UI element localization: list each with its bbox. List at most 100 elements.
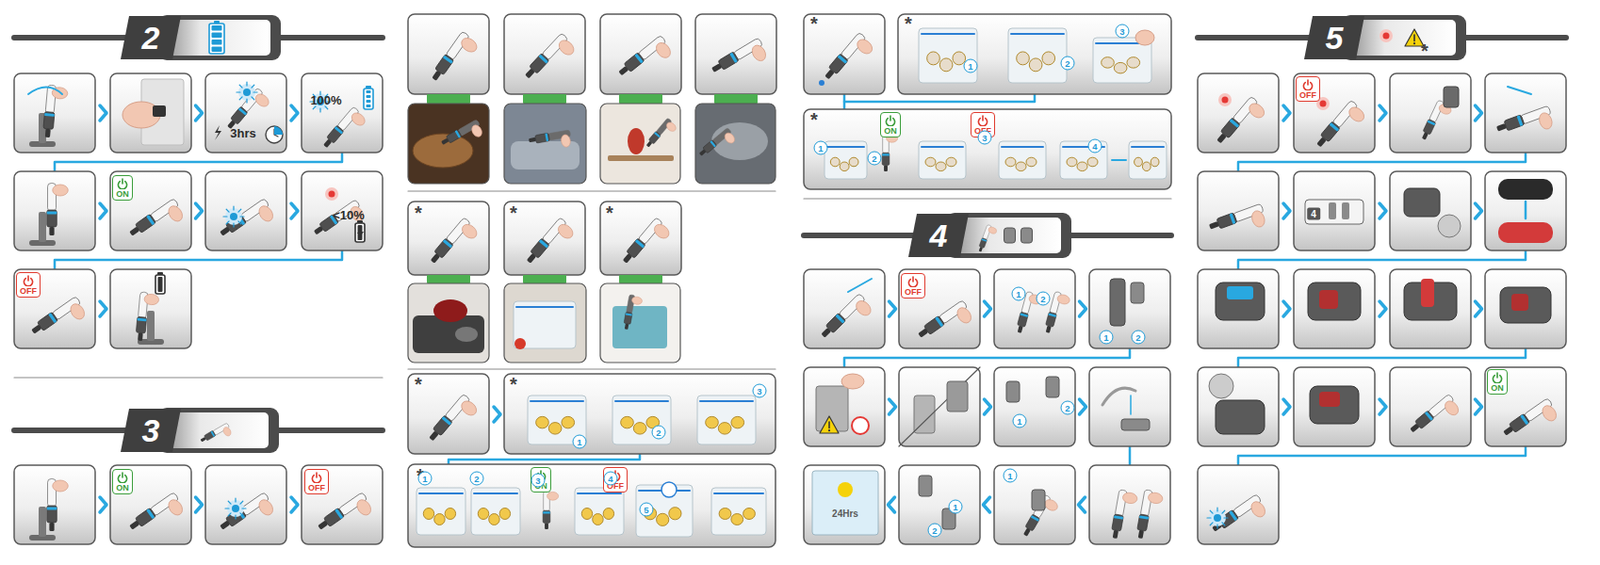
vacuum-figure xyxy=(1208,202,1269,244)
step-chevron xyxy=(99,497,107,513)
roller-black xyxy=(1498,179,1553,200)
step-flow-line xyxy=(1238,446,1526,466)
vacuum-bin xyxy=(135,316,147,334)
callout-number: 2 xyxy=(1061,401,1076,416)
vacuum-accent xyxy=(1019,312,1029,317)
step-chevron xyxy=(195,497,203,513)
vacuum-bin xyxy=(535,132,551,144)
vacuum-nozzle xyxy=(1112,530,1119,539)
indicator-glow xyxy=(238,83,256,101)
vacuum-figure xyxy=(1495,104,1556,146)
sun-icon xyxy=(837,482,853,498)
power-line xyxy=(1306,80,1309,85)
callout-number: 1 xyxy=(1099,330,1114,345)
photo-link-bar xyxy=(426,94,471,104)
indicator-light xyxy=(328,191,336,198)
section-icon-face xyxy=(950,217,1062,254)
bag-content xyxy=(848,157,859,167)
callout-number: 1 xyxy=(814,141,829,156)
photo-link-bar xyxy=(619,94,663,104)
step-panel xyxy=(1389,73,1471,153)
bag-content xyxy=(939,58,953,72)
vacuum-nozzle xyxy=(317,521,328,531)
tool-icon xyxy=(1208,374,1234,399)
step-panel xyxy=(504,374,776,455)
valve-cap xyxy=(661,482,677,498)
vacuum-figure xyxy=(440,118,485,155)
roller-red xyxy=(1420,278,1435,308)
indicator-ray xyxy=(232,223,234,228)
vacuum-nozzle xyxy=(820,327,832,339)
indicator-ray xyxy=(234,498,236,503)
hand xyxy=(470,123,485,139)
callout-number: 1 xyxy=(1003,469,1018,484)
vacuum-accent xyxy=(137,318,147,323)
wait-time: 24Hrs xyxy=(830,508,861,520)
indicator-glow xyxy=(227,500,245,518)
vacuum-nozzle xyxy=(544,522,549,530)
vacuum-figure xyxy=(428,216,481,273)
battery-bar xyxy=(158,277,164,293)
vacuum-accent xyxy=(1047,312,1057,317)
step-value: <10% xyxy=(332,208,365,223)
indicator-ray xyxy=(251,97,255,100)
vacuum-nozzle xyxy=(1409,423,1420,433)
hand xyxy=(987,226,997,235)
vacuum-accent xyxy=(1517,114,1524,127)
step-chevron xyxy=(195,105,203,121)
water-drop xyxy=(1129,395,1132,415)
vacuum-accent xyxy=(211,431,216,438)
move-arrow xyxy=(1524,201,1528,219)
vacuum-nozzle xyxy=(129,521,140,531)
callout-number: 4 xyxy=(1088,139,1103,154)
vacuum-accent xyxy=(47,212,58,215)
step-flow-line xyxy=(1238,153,1526,172)
battery-bar xyxy=(366,99,372,103)
cushion xyxy=(711,122,768,161)
vacuum-bin xyxy=(43,112,55,131)
charging-stand-post xyxy=(38,212,47,243)
photo-link-bar xyxy=(714,94,758,104)
photo-link-bar xyxy=(522,275,567,284)
section-number-badge: 4 xyxy=(908,213,969,258)
step-panel xyxy=(994,269,1076,349)
vacuum-nozzle xyxy=(526,253,537,264)
divider xyxy=(898,367,980,447)
vacuum-nozzle xyxy=(1496,123,1507,132)
vacuum-figure xyxy=(30,295,89,347)
bag-zipper xyxy=(700,400,753,403)
photo-link-bar xyxy=(426,275,471,284)
step-panel xyxy=(994,367,1076,447)
step-flow-line xyxy=(843,94,847,102)
step-panel xyxy=(1485,367,1567,447)
callout-number: 1 xyxy=(418,472,433,487)
bag-content xyxy=(1142,162,1151,172)
callout-number: 2 xyxy=(928,523,943,539)
vacuum-nozzle xyxy=(1208,221,1220,230)
step-chevron xyxy=(195,203,203,219)
power-state-text: ON xyxy=(1490,383,1504,393)
filter-icon xyxy=(1130,282,1144,304)
vacuum-figure xyxy=(710,36,770,85)
vacuum-nozzle xyxy=(622,253,633,264)
cat xyxy=(455,326,478,343)
vacuum-nozzle xyxy=(313,226,324,235)
storage-bag xyxy=(574,488,624,536)
indicator-ray xyxy=(242,507,246,509)
bag-content xyxy=(1015,162,1027,172)
badge-parallelogram xyxy=(120,408,181,453)
roller-red xyxy=(1511,293,1529,311)
indicator-light xyxy=(231,505,240,513)
vacuum-accent xyxy=(709,140,717,147)
power-icon xyxy=(1491,372,1503,384)
vacuum-figure xyxy=(429,31,481,90)
dust-bin xyxy=(1110,278,1126,327)
step-panel xyxy=(897,14,1172,95)
bag-content xyxy=(718,423,732,435)
vacuum-figure xyxy=(321,106,368,157)
power-on-badge: ON xyxy=(880,112,901,138)
hand xyxy=(1122,491,1139,506)
filter-icon xyxy=(1004,228,1016,244)
bag-zipper xyxy=(827,146,865,148)
bag-content xyxy=(499,508,510,521)
